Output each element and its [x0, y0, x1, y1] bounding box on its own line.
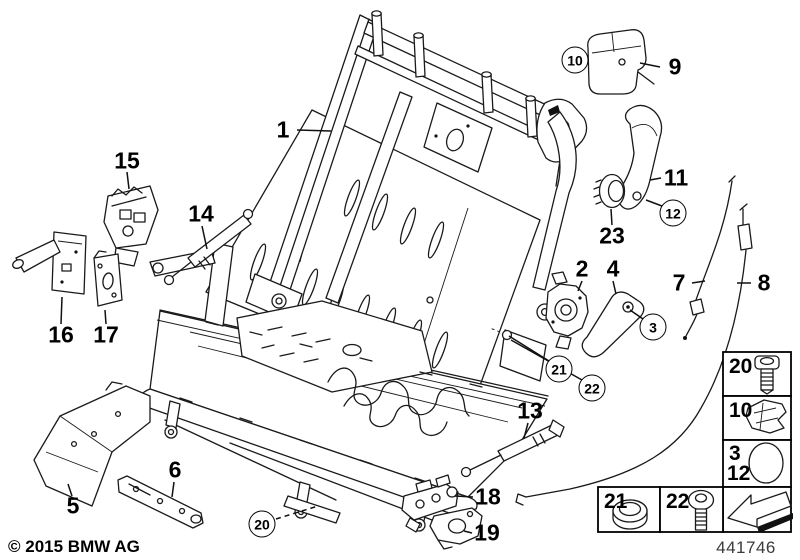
callout-16[interactable]: 16 — [48, 321, 74, 348]
part-8-bowden-cable — [515, 203, 753, 506]
callout-7[interactable]: 7 — [672, 269, 686, 296]
callout-3-circled[interactable]: 3 — [639, 313, 667, 341]
legend-cell-22-label[interactable]: 22 — [666, 490, 690, 513]
callout-22-circled[interactable]: 22 — [578, 374, 606, 402]
legend-cell-12-label[interactable]: 12 — [727, 462, 751, 485]
callout-13[interactable]: 13 — [517, 397, 543, 424]
socket-head-screw-icon — [754, 355, 780, 395]
callout-20-circled[interactable]: 20 — [248, 510, 276, 538]
cover-cap-icon — [748, 442, 784, 484]
part-19-plate — [429, 507, 483, 550]
callout-23[interactable]: 23 — [599, 222, 625, 249]
part-18-latch — [401, 474, 459, 533]
callout-14[interactable]: 14 — [188, 200, 214, 227]
round-head-screw-icon — [687, 489, 715, 531]
part-15-lock — [103, 185, 159, 267]
callout-15[interactable]: 15 — [114, 147, 140, 174]
grommet-icon — [612, 499, 648, 530]
copyright-notice: © 2015 BMW AG — [8, 537, 140, 556]
callout-5[interactable]: 5 — [66, 492, 80, 519]
callout-6[interactable]: 6 — [168, 456, 182, 483]
part-5-trim-panel — [33, 381, 151, 507]
part-9-cover — [587, 29, 655, 95]
callout-17[interactable]: 17 — [93, 321, 119, 348]
part-14-gas-strut — [163, 208, 254, 286]
part-7-bowden-cable — [683, 175, 736, 340]
part-2-recliner-fitting — [545, 271, 589, 350]
legend-cell-20-label[interactable]: 20 — [729, 355, 753, 378]
callout-18[interactable]: 18 — [475, 483, 501, 510]
legend-cell-21-label[interactable]: 21 — [604, 490, 628, 513]
part-16-bracket — [12, 231, 87, 295]
callout-12-circled[interactable]: 12 — [659, 199, 687, 227]
callout-4[interactable]: 4 — [606, 255, 620, 282]
callout-19[interactable]: 19 — [474, 519, 500, 546]
legend-grid — [597, 351, 793, 533]
drawing-number: 441746 — [716, 538, 776, 557]
callout-21-circled[interactable]: 21 — [545, 355, 573, 383]
part-17-plate — [93, 250, 123, 307]
retaining-clip-icon — [745, 399, 787, 434]
callout-8[interactable]: 8 — [757, 269, 771, 296]
part-23-knob — [593, 173, 626, 209]
part-1-backrest-frame — [205, 10, 588, 403]
legend-cell-10-label[interactable]: 10 — [729, 399, 753, 422]
direction-arrow-icon — [727, 491, 793, 533]
part-6-rail — [117, 475, 204, 529]
callout-1[interactable]: 1 — [276, 116, 290, 143]
part-4-lever — [581, 291, 645, 358]
legend-cell-3-label[interactable]: 3 — [729, 442, 741, 465]
callout-10-circled[interactable]: 10 — [561, 46, 589, 74]
callout-9[interactable]: 9 — [668, 53, 682, 80]
callout-11[interactable]: 11 — [663, 164, 689, 191]
callout-2[interactable]: 2 — [575, 255, 589, 282]
part-13-gas-strut — [460, 419, 565, 478]
